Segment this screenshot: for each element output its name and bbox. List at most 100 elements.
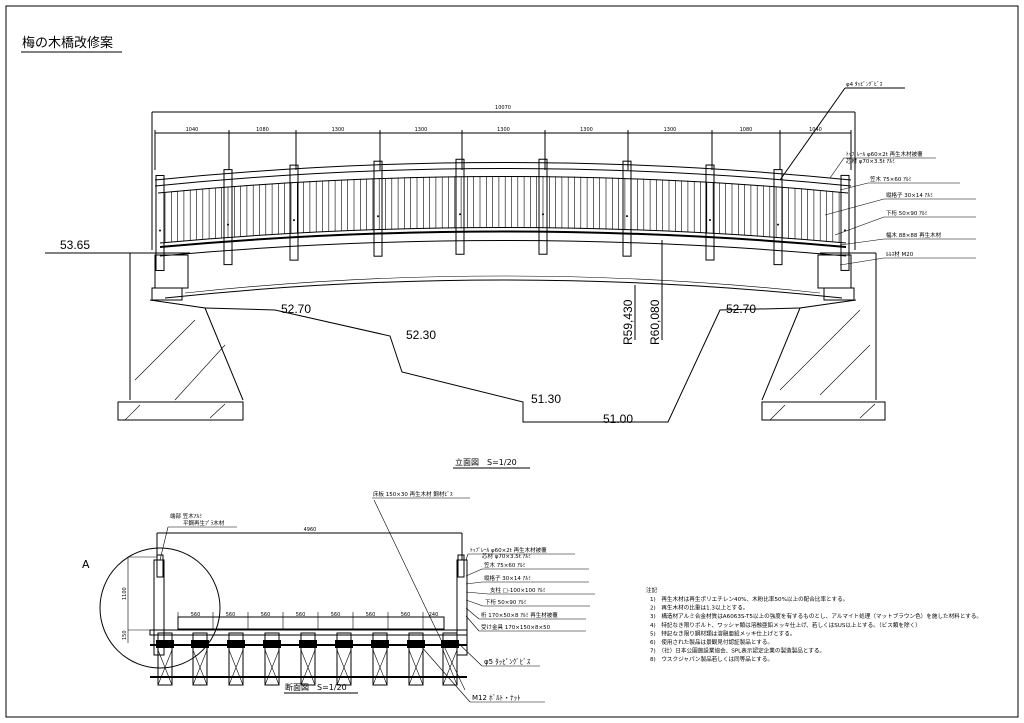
post-bolt <box>459 213 461 216</box>
overall-dimension: 10070 <box>495 105 511 111</box>
joist <box>407 632 425 686</box>
annotation-leader <box>465 599 590 607</box>
elevation-annotation: ﾙﾙｽ材 M20 <box>886 250 914 258</box>
left-post <box>153 559 165 656</box>
level-step1: 52.30 <box>406 328 436 342</box>
level-right-bank: 52.70 <box>726 302 756 316</box>
annotation-leader <box>465 568 589 577</box>
board-dimension: 560 <box>191 612 201 618</box>
section-annotation: 支柱 □-100×100 ｱﾙﾐ <box>490 586 546 594</box>
balusters <box>164 176 840 243</box>
height-dim: 1100 <box>122 587 128 600</box>
detail-marker: A <box>82 558 90 571</box>
annotation-leader <box>159 526 237 561</box>
section-annotation: ﾄｯﾌﾟﾚｰﾙ φ60×2t 再生木材被覆 <box>470 546 547 554</box>
span-dimension: 1300 <box>580 127 593 133</box>
span-dimension: 1300 <box>415 127 428 133</box>
joist <box>299 632 317 686</box>
span-dimension: 1040 <box>186 127 199 133</box>
joist-cross <box>228 649 244 686</box>
elevation-annotation: 芯材 φ70×3.5t ｱﾙﾐ <box>846 157 895 165</box>
notes-heading: 注記 <box>646 586 658 594</box>
joist-cross <box>442 649 458 686</box>
joist-body <box>300 632 316 686</box>
railing-post <box>455 158 465 255</box>
bolt-annotation: M12 ﾎﾞﾙﾄ・ﾅｯﾄ <box>472 694 521 702</box>
section-annotation: 縦格子 30×14 ｱﾙﾐ <box>484 574 531 582</box>
level-step2: 51.30 <box>531 392 561 406</box>
level-bottom: 51.00 <box>603 412 633 426</box>
deck-plate <box>149 629 468 636</box>
joist-cross <box>372 649 388 686</box>
deck-dim: 150 <box>122 630 128 640</box>
span-dimension: 1080 <box>256 127 269 133</box>
railing-post <box>705 164 715 261</box>
railing-post <box>373 160 383 257</box>
screw-annotation: φ5 ﾀｯﾋﾟﾝｸﾞﾋﾞｽ <box>484 658 531 666</box>
note-item: 8) ウスクジャパン製品若しくは同等品とする。 <box>650 655 773 663</box>
left-bearing-plate <box>154 254 189 289</box>
right-abutment <box>761 252 877 401</box>
height-dimension-lines <box>127 556 157 643</box>
annotation-leader <box>834 216 976 236</box>
post-bolt <box>542 213 544 216</box>
section-annotation: 下桁 50×90 ｱﾙﾐ <box>485 598 527 606</box>
section-label: 断面図 S=1/20 <box>285 682 347 692</box>
post-bolt <box>709 219 711 222</box>
railing-post <box>538 158 548 255</box>
top-left-annotation-1: 端部 笠木ｱﾙﾐ <box>170 512 202 520</box>
joist-cross <box>157 649 173 686</box>
annotation-leader <box>839 182 960 191</box>
note-item: 5) 特記なき限り鋼材類は溶融亜鉛メッキ仕上げとする。 <box>650 629 795 637</box>
left-abutment <box>129 252 244 401</box>
section-annotation: 笠木 75×60 ｱﾙﾐ <box>484 561 526 569</box>
annotation-leader <box>465 553 575 561</box>
board-dimension: 560 <box>366 612 376 618</box>
annotation-leader <box>839 257 976 266</box>
annotation-leader <box>839 238 976 246</box>
bottom-rail <box>159 227 847 244</box>
sheet-border <box>5 5 1019 718</box>
note-item: 7) （社）日本公園施設業協会、SPL表示認定企業の製造製品とする。 <box>650 647 825 655</box>
general-notes: 注記 1) 再生木材は再生ポリエチレン40%、木粉比率50%以上の配合比率とする… <box>646 586 982 663</box>
joist-body <box>264 632 280 686</box>
joist-cross <box>336 649 352 686</box>
joist-body <box>336 632 352 686</box>
joist-bracket <box>227 640 245 648</box>
post-bolt <box>377 215 379 218</box>
note-item: 2) 再生木材の比重は1.3以上とする。 <box>650 604 748 612</box>
radius-outer: R60,080 <box>648 299 662 345</box>
annotation-leader <box>824 198 976 216</box>
joist-body <box>228 632 244 686</box>
post-bolt <box>777 223 779 226</box>
board-dimension: 240 <box>429 612 439 618</box>
section-annotation: 桁 170×50×8 ｱﾙﾐ 再生材被覆 <box>481 611 558 619</box>
board-dimension: 560 <box>226 612 236 618</box>
joist <box>335 632 353 686</box>
joist-body <box>192 632 208 686</box>
joist-cross <box>264 649 280 686</box>
post-bolt <box>159 229 161 232</box>
right-post-cap <box>457 554 465 578</box>
joist-bracket <box>371 640 389 648</box>
elevation-annotation: 縦格子 30×14 ｱﾙﾐ <box>886 191 933 199</box>
level-left-bank: 52.70 <box>281 302 311 316</box>
right-bearing-base <box>823 287 855 301</box>
note-item: 4) 特記なき限りボルト、ワッシャ類は溶融亜鉛メッキ仕上げ、若しくはSUS以上と… <box>650 621 921 629</box>
left-abutment-hatch <box>134 319 226 401</box>
joist-cross <box>300 649 316 686</box>
railing-post <box>840 174 850 271</box>
annotation-leader <box>465 615 586 632</box>
railing-post <box>773 169 783 266</box>
joist-bracket <box>263 640 281 648</box>
left-footing <box>117 401 244 421</box>
joist-bracket <box>299 640 317 648</box>
detail-circle-a <box>99 547 221 669</box>
railing-posts <box>155 158 850 272</box>
annotation-leader <box>372 497 470 691</box>
